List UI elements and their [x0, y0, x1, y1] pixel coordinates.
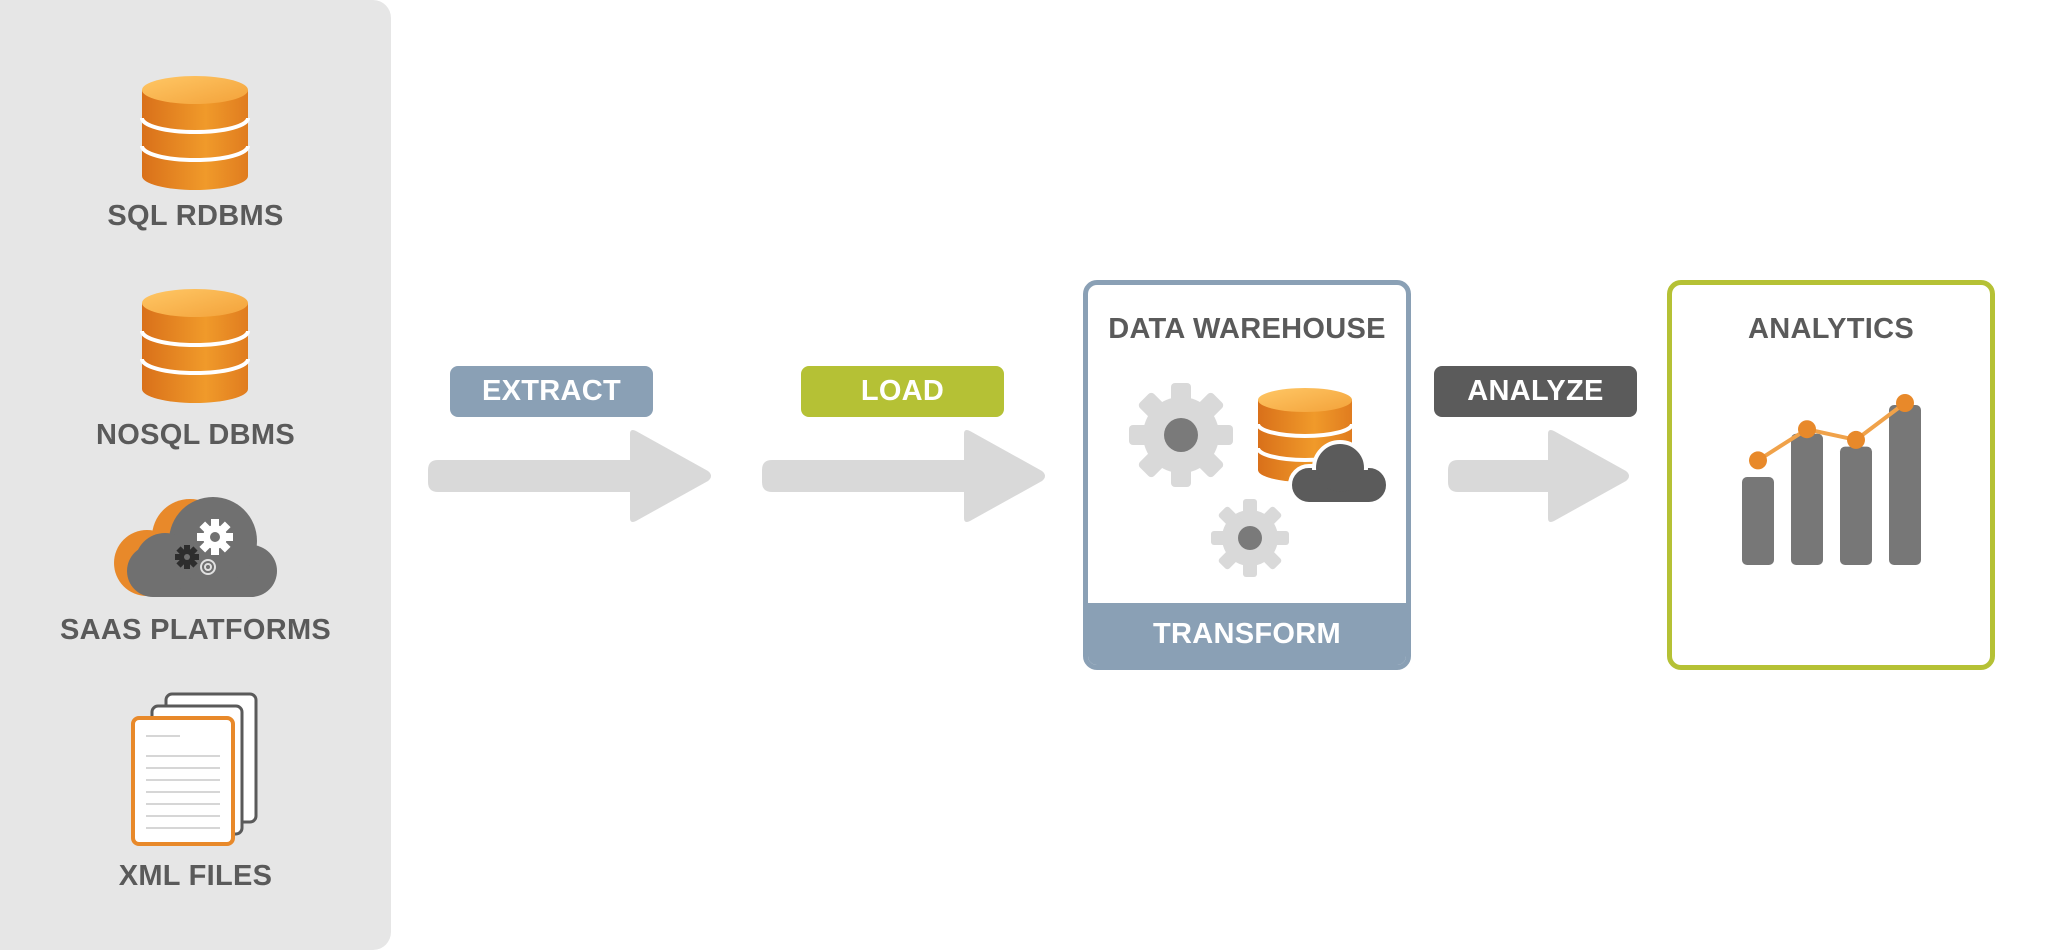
cloud-icon [1288, 440, 1388, 506]
load-arrow [762, 430, 1045, 522]
source-label-nosql: NOSQL DBMS [95, 419, 296, 451]
database-icon [140, 289, 250, 403]
documents-icon [131, 692, 258, 846]
source-label-saas: SAAS PLATFORMS [59, 614, 332, 646]
chart-bar [1791, 433, 1823, 565]
trend-line [1756, 401, 1907, 463]
data-warehouse-box: DATA WAREHOUSE [1083, 280, 1411, 670]
gear-icon [1129, 383, 1233, 487]
analytics-title: ANALYTICS [1748, 313, 1914, 345]
extract-tag: EXTRACT [450, 366, 653, 417]
chart-bar [1840, 446, 1872, 565]
source-label-sql: SQL RDBMS [107, 200, 284, 232]
trend-point [1798, 420, 1816, 439]
warehouse-illustration [1129, 383, 1388, 577]
analyze-arrow [1448, 430, 1629, 522]
trend-point [1749, 451, 1767, 470]
analyze-tag: ANALYZE [1434, 366, 1637, 417]
cloud-gears-icon [114, 497, 277, 597]
trend-point [1847, 430, 1865, 449]
trend-point [1896, 394, 1914, 412]
load-tag: LOAD [801, 366, 1004, 417]
chart-bar [1889, 405, 1921, 565]
sources-panel: SQL RDBMS NOSQL DBMS [0, 0, 391, 950]
chart-bar [1742, 477, 1774, 565]
transform-bar: TRANSFORM [1088, 603, 1406, 665]
analytics-box: ANALYTICS [1667, 280, 1995, 670]
gear-icon [1211, 499, 1289, 577]
warehouse-title: DATA WAREHOUSE [1108, 313, 1386, 345]
extract-arrow [428, 430, 711, 522]
source-label-xml: XML FILES [118, 860, 273, 892]
chart-icon [1742, 394, 1921, 565]
database-icon [140, 76, 250, 190]
